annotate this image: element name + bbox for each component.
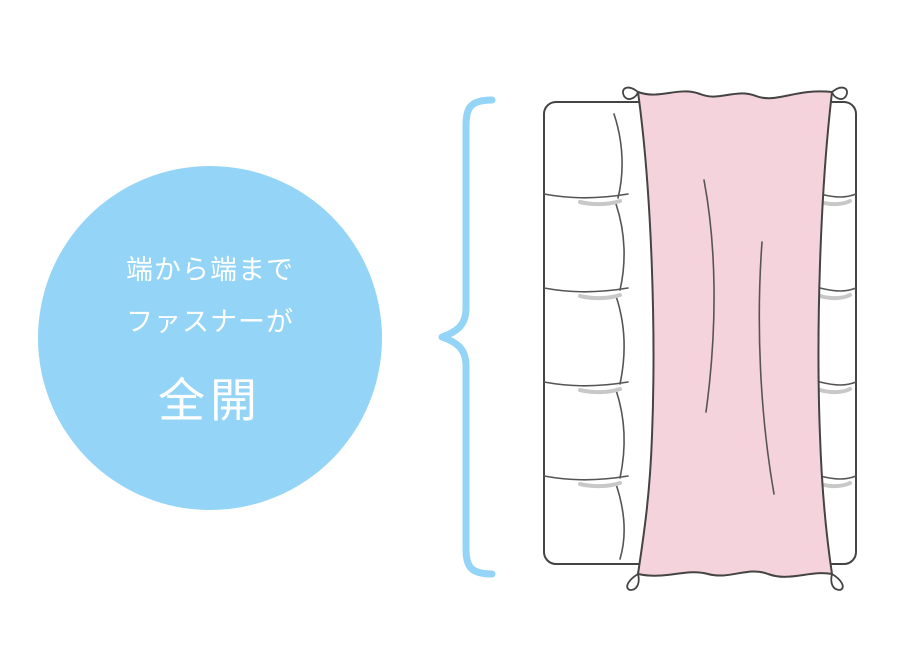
badge-text-line-2: ファスナーが xyxy=(126,307,294,338)
cover-wrinkles xyxy=(703,179,775,495)
corner-ties xyxy=(622,86,848,591)
feature-badge: 端から端まで ファスナーが 全開 xyxy=(38,166,382,510)
futon-quilting-shadows xyxy=(578,199,852,489)
badge-text-headline: 全開 xyxy=(158,374,262,429)
futon-quilting-left xyxy=(543,113,629,560)
curly-brace-icon xyxy=(438,96,496,578)
futon-illustration xyxy=(543,86,857,591)
opened-cover xyxy=(637,90,833,578)
badge-text-line-1: 端から端まで xyxy=(126,255,294,286)
